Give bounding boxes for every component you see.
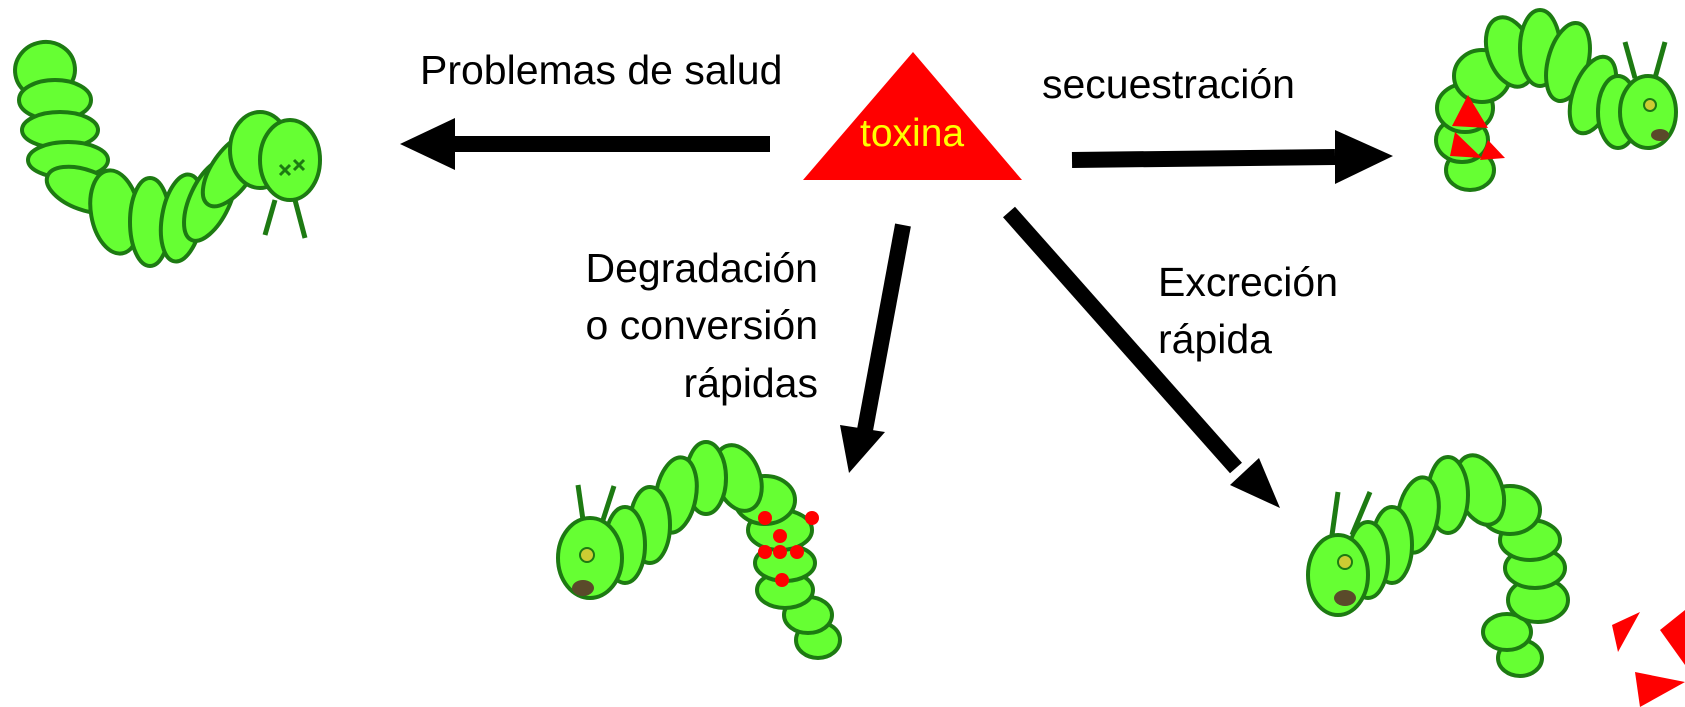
health-problems-label: Problemas de salud (420, 47, 783, 93)
dead-caterpillar (13, 39, 322, 268)
excreting-caterpillar (1306, 453, 1570, 678)
toxin-label: toxina (860, 112, 965, 155)
arrow-to-excretion (1003, 206, 1280, 508)
excreted-toxin-marks (1612, 610, 1685, 707)
degradation-label-line: rápidas (683, 359, 818, 406)
excretion-label-line: Excreción (1158, 259, 1339, 305)
degradation-label-line: o conversión (585, 302, 818, 349)
arrow-to-health-problems (400, 118, 770, 170)
excretion-label-line: rápida (1158, 316, 1272, 363)
excretion-label: Excreción rápida (1158, 254, 1338, 369)
sequestration-label: secuestración (1042, 61, 1295, 107)
arrow-to-sequestration (1071, 130, 1393, 184)
arrow-to-degradation (840, 223, 911, 473)
converted-toxin-dots (758, 511, 819, 587)
toxin-triangle (803, 52, 1022, 180)
degradation-label-line: Degradación (585, 245, 819, 291)
degradation-label: Degradación o conversión rápidas (500, 240, 819, 412)
degrading-caterpillar (556, 440, 842, 660)
sequestering-caterpillar (1434, 8, 1678, 192)
sequestered-toxin-marks (1450, 95, 1505, 160)
